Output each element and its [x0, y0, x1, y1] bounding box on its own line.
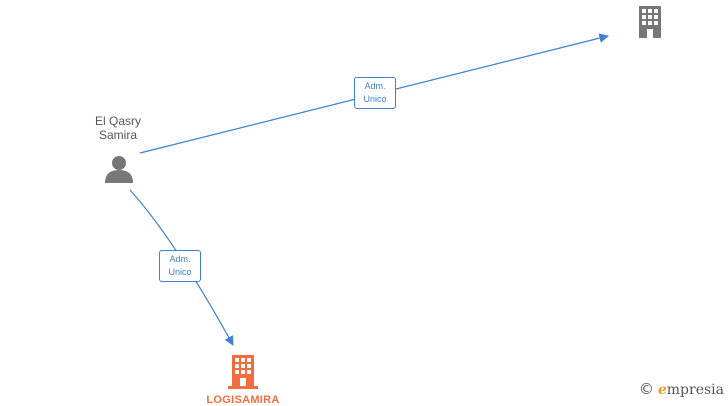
edge-label-line1: Adm.: [169, 254, 191, 264]
building-icon-logisamira[interactable]: [228, 355, 258, 389]
person-icon[interactable]: [105, 156, 133, 183]
building-icon-other[interactable]: [639, 6, 661, 38]
brand-initial: e: [657, 382, 667, 398]
person-name-line2: Samira: [98, 128, 137, 142]
person-name[interactable]: El Qasry Samira: [80, 114, 156, 142]
copyright-symbol: ©: [638, 380, 654, 398]
edge-label-line2: Unico: [168, 267, 192, 277]
company-label-logisamira[interactable]: LOGISAMIRA: [206, 394, 280, 406]
person-name-line1: El Qasry: [94, 114, 141, 128]
edge-label-adm-unico-1: Adm. Unico: [354, 77, 396, 109]
brand-rest: mpresia: [666, 382, 724, 398]
edge-label-line2: Unico: [363, 94, 387, 104]
empresia-logo: ©empresia: [639, 380, 724, 398]
edge-label-line1: Adm.: [364, 81, 386, 91]
edge-label-adm-unico-2: Adm. Unico: [159, 250, 201, 282]
